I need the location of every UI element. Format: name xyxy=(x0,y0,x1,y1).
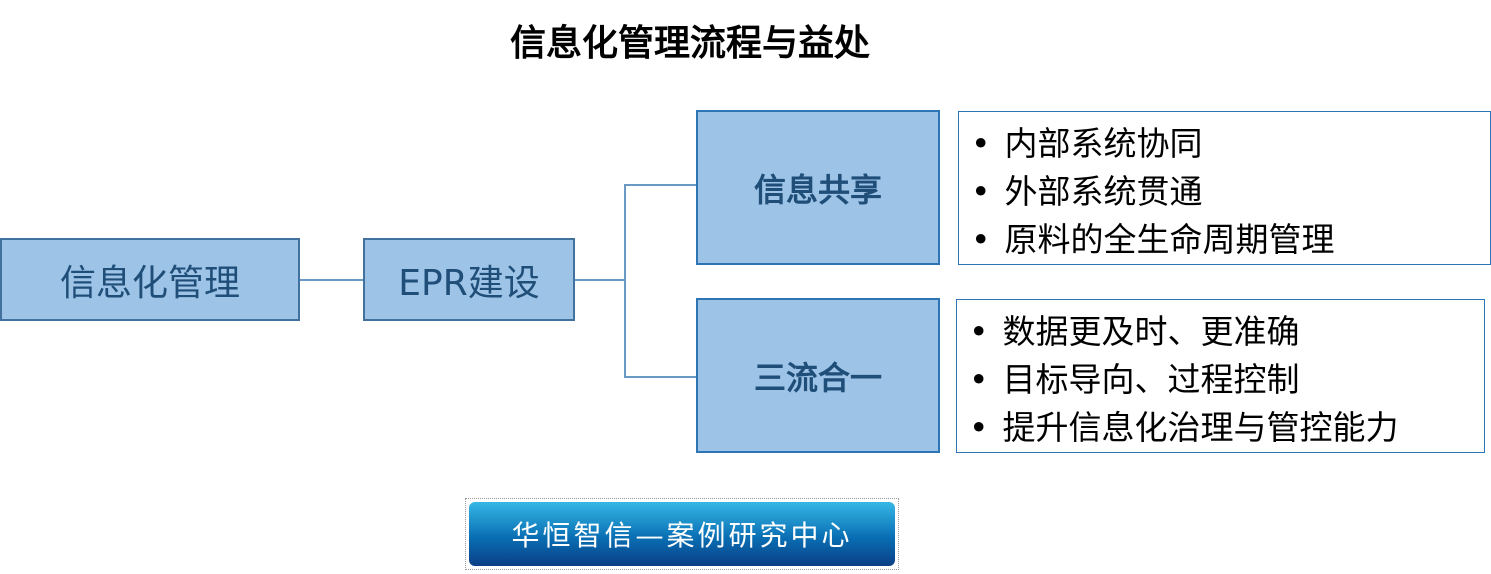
page-title: 信息化管理流程与益处 xyxy=(509,23,870,64)
node-info-sharing: 信息共享 xyxy=(696,110,940,265)
footer-label: 华恒智信—案例研究中心 xyxy=(469,502,895,566)
list-item: 原料的全生命周期管理 xyxy=(971,216,1478,264)
connector xyxy=(624,184,696,186)
connector xyxy=(624,376,696,378)
connector xyxy=(300,279,363,281)
share-benefits-list: 内部系统协同 外部系统贯通 原料的全生命周期管理 xyxy=(958,111,1491,265)
list-item: 内部系统协同 xyxy=(971,120,1478,168)
merge-benefits-list: 数据更及时、更准确 目标导向、过程控制 提升信息化治理与管控能力 xyxy=(956,299,1485,453)
list-item: 目标导向、过程控制 xyxy=(969,356,1472,404)
node-info-management: 信息化管理 xyxy=(0,238,300,321)
connector xyxy=(624,184,626,377)
connector xyxy=(575,279,625,281)
node-three-flows: 三流合一 xyxy=(696,298,940,453)
list-item: 外部系统贯通 xyxy=(971,168,1478,216)
list-item: 提升信息化治理与管控能力 xyxy=(969,404,1472,452)
footer-banner: 华恒智信—案例研究中心 xyxy=(465,498,899,570)
node-erp-construction: EPR建设 xyxy=(363,238,575,321)
list-item: 数据更及时、更准确 xyxy=(969,308,1472,356)
